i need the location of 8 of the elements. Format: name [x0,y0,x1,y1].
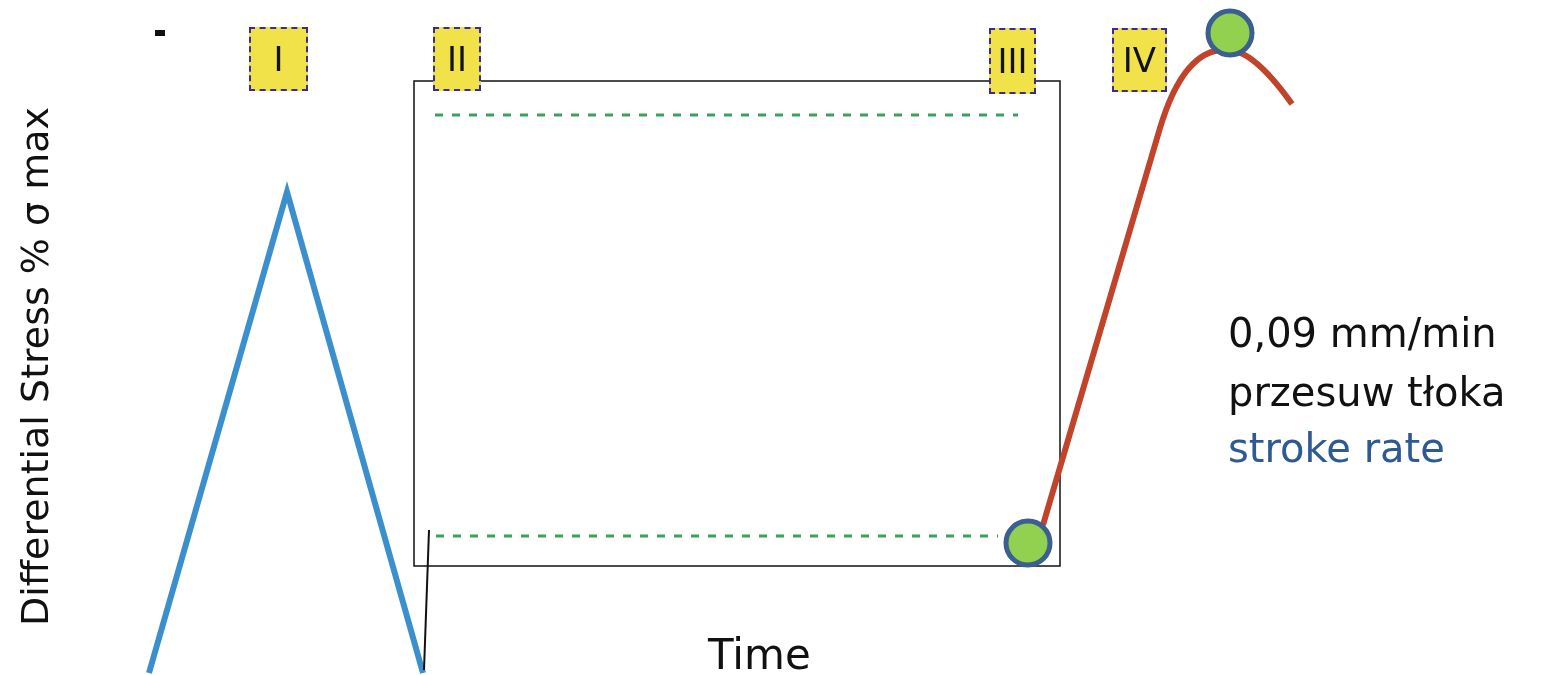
stage-label: III [989,28,1036,94]
axis-title: Differential Stress % σ max [16,106,54,626]
stage-label: I [249,27,308,91]
stage-label: IV [1112,28,1167,92]
stage-label: II [433,27,481,91]
rate-label: 0,09 mm/min [1228,313,1497,353]
rate-label: stroke rate [1228,428,1445,468]
axis-title: Time [708,634,811,675]
